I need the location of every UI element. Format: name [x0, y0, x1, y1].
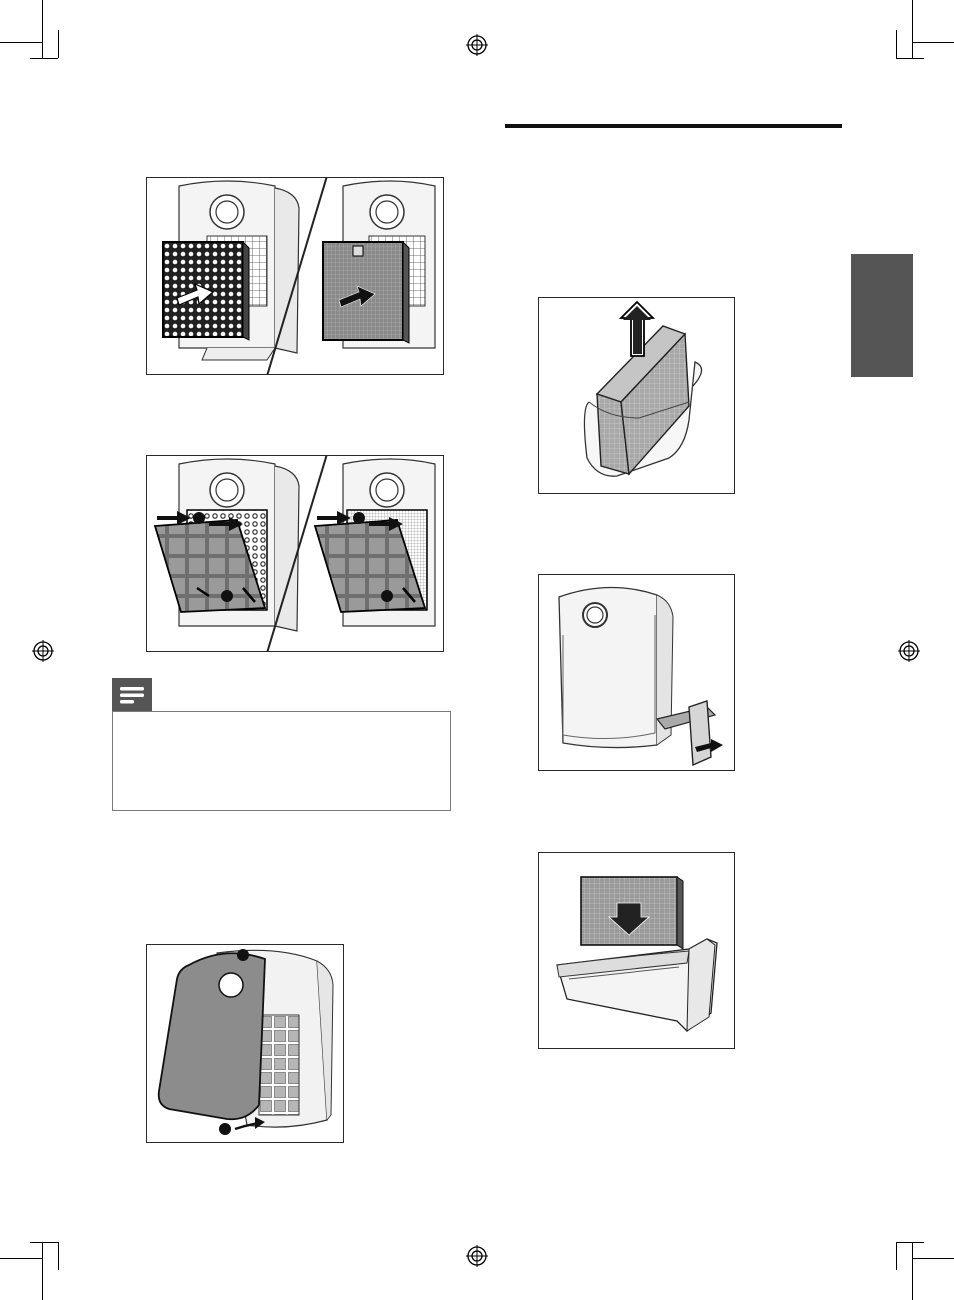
figure-water-tank-pull-out: [538, 574, 735, 771]
figure-front-panel-attach: [146, 944, 344, 1143]
crop-mark-top-left-h: [0, 42, 42, 43]
crop-mark-bottom-left-h: [0, 1258, 42, 1259]
crosshair-registration-icon: [466, 1245, 488, 1267]
crop-mark-bottom-right-v2: [896, 1242, 897, 1270]
crosshair-registration-icon: [898, 640, 920, 662]
crop-mark-bottom-right-h2: [896, 1242, 924, 1243]
language-tab: [851, 254, 913, 377]
crop-mark-top-right-v: [912, 0, 913, 58]
figure-wick-lift-out: [538, 297, 735, 494]
crop-mark-top-left-h2: [30, 58, 58, 59]
crop-mark-bottom-left-v: [42, 1242, 43, 1300]
note-box: [112, 711, 451, 811]
crop-mark-top-right-h: [912, 42, 954, 43]
crop-mark-top-left-v: [42, 0, 43, 58]
figure-filter-tilt-insert: [146, 455, 444, 652]
figure-wick-insert-tank: [538, 852, 735, 1049]
note-lines-icon: [112, 678, 152, 712]
crop-mark-top-right-v2: [896, 30, 897, 58]
note-tab: [112, 678, 152, 712]
crop-mark-bottom-left-v2: [58, 1242, 59, 1270]
crop-mark-bottom-left-h2: [30, 1242, 58, 1243]
section-heading-rule: [505, 124, 842, 128]
crop-mark-bottom-right-h: [912, 1258, 954, 1259]
crosshair-registration-icon: [32, 640, 54, 662]
crop-mark-top-left-v2: [58, 30, 59, 58]
crop-mark-top-right-h2: [896, 58, 924, 59]
crop-mark-bottom-right-v: [912, 1242, 913, 1300]
crosshair-registration-icon: [466, 34, 488, 56]
figure-filter-insert: [146, 177, 444, 375]
